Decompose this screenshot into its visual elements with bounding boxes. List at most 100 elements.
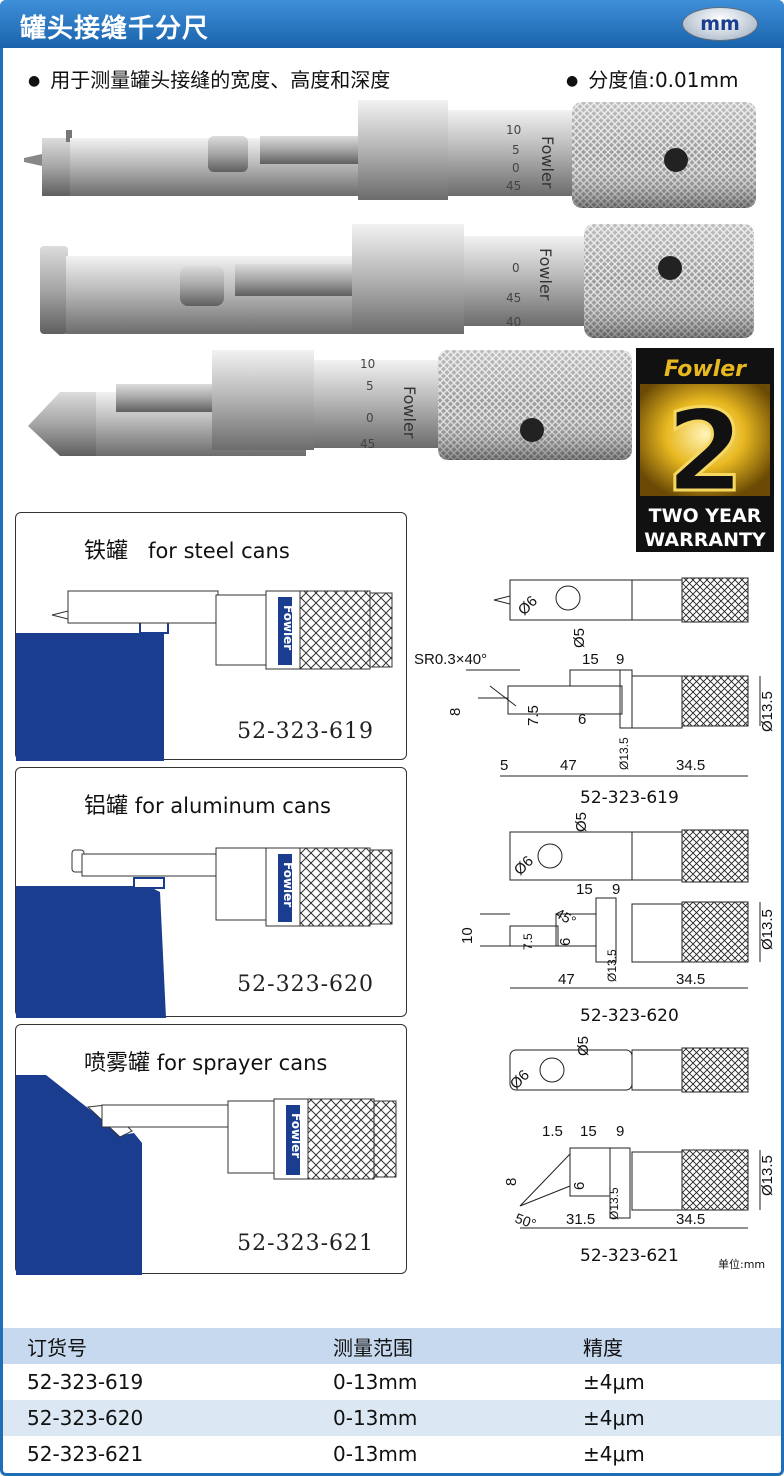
technical-drawings: Ø6 Ø5 SR0.3×40° 15 9 8 7.5 6 Ø13.5 Ø13.5… [414, 577, 776, 1232]
svg-text:Fowler: Fowler [536, 248, 555, 301]
svg-text:40: 40 [506, 315, 521, 329]
spec-table: 订货号 测量范围 精度 52-323-619 0-13mm ±4μm 52-32… [3, 1328, 781, 1472]
cell-order-no: 52-323-621 [27, 1442, 144, 1466]
panel-title-steel: 铁罐 for steel cans [84, 539, 290, 564]
dim-619-135b: Ø13.5 [759, 691, 776, 732]
dim-620-dia5: Ø5 [573, 812, 590, 832]
svg-text:Fowler: Fowler [281, 862, 295, 907]
cell-range: 0-13mm [333, 1406, 418, 1430]
dim-621-8: 8 [503, 1178, 520, 1186]
table-row: 52-323-621 0-13mm ±4μm [3, 1436, 781, 1472]
svg-text:0: 0 [512, 261, 520, 275]
warranty-badge: Fowler 2 TWO YEAR WARRANTY [636, 348, 774, 552]
micrometer-619-photo: 10 5 0 45 Fowler [24, 100, 756, 208]
dim-620-135a: Ø13.5 [605, 949, 619, 982]
dim-619-sr: SR0.3×40° [414, 651, 487, 668]
table-header-row: 订货号 测量范围 精度 [3, 1328, 781, 1364]
page-title: 罐头接缝千分尺 [20, 14, 210, 44]
dim-620-9: 9 [612, 881, 620, 898]
warranty-number: 2 [666, 387, 744, 517]
svg-text:Fowler: Fowler [289, 1113, 303, 1158]
table-row: 52-323-619 0-13mm ±4μm [3, 1364, 781, 1400]
dim-621-345: 34.5 [676, 1211, 705, 1228]
dim-619-345: 34.5 [676, 757, 705, 774]
dim-621-50: 50° [513, 1210, 538, 1232]
warranty-line1: TWO YEAR [649, 505, 762, 527]
dim-620-345: 34.5 [676, 971, 705, 988]
col-range: 测量范围 [333, 1335, 413, 1360]
sprayer-can-illustration: Fowler [16, 1075, 397, 1275]
svg-text:10: 10 [506, 123, 521, 137]
dim-620-sphere: Ø6 [511, 853, 537, 879]
dim-621-315: 31.5 [566, 1211, 595, 1228]
dim-619-47: 47 [560, 757, 577, 774]
aluminum-can-illustration: Fowler [16, 847, 393, 1018]
dim-619-8: 8 [447, 708, 464, 716]
cell-order-no: 52-323-619 [27, 1370, 144, 1394]
steel-can-illustration: Fowler [16, 590, 393, 761]
drawing-code-619: 52-323-619 [580, 788, 679, 808]
svg-text:0: 0 [366, 411, 374, 425]
unit-note: 单位:mm [718, 1258, 766, 1271]
dim-621-9: 9 [616, 1123, 624, 1140]
svg-text:0: 0 [512, 161, 520, 175]
drawing-code-620: 52-323-620 [580, 1006, 679, 1026]
dim-621-15: 15 [580, 1123, 597, 1140]
dim-619-6: 6 [578, 711, 586, 728]
dim-620-135b: Ø13.5 [759, 909, 776, 950]
dim-619-dia5: Ø5 [571, 628, 588, 648]
dim-619-5: 5 [500, 757, 508, 774]
dim-621-135b: Ø13.5 [759, 1155, 776, 1196]
brand-mark: Fowler [538, 136, 557, 189]
dim-620-6: 6 [557, 938, 574, 946]
micrometer-621-photo: 10 5 0 45 Fowler [28, 350, 632, 460]
cell-accuracy: ±4μm [583, 1370, 645, 1394]
dim-621-sphere: Ø6 [507, 1067, 533, 1093]
panel-code-620: 52-323-620 [237, 972, 374, 997]
dim-619-9: 9 [616, 651, 624, 668]
dim-619-sphere: Ø6 [515, 593, 541, 619]
panel-steel-cans: Fowler 铁罐 for steel cans 52-323-619 [15, 512, 407, 761]
dim-621-15a: 1.5 [542, 1123, 563, 1140]
cell-accuracy: ±4μm [583, 1406, 645, 1430]
dim-621-135a: Ø13.5 [607, 1187, 621, 1220]
cell-range: 0-13mm [333, 1442, 418, 1466]
table-row: 52-323-620 0-13mm ±4μm [3, 1400, 781, 1436]
svg-text:Fowler: Fowler [400, 386, 419, 439]
dim-620-15: 15 [576, 881, 593, 898]
dim-620-10: 10 [459, 927, 476, 944]
warranty-brand: Fowler [664, 357, 747, 382]
micrometer-620-photo: 0 45 40 Fowler [40, 224, 754, 338]
svg-text:5: 5 [512, 143, 520, 157]
panel-title-sprayer: 喷雾罐 for sprayer cans [84, 1051, 328, 1076]
unit-badge: mm [682, 7, 758, 41]
feature-measure: 用于测量罐头接缝的宽度、高度和深度 [28, 64, 390, 93]
svg-text:45: 45 [506, 179, 521, 193]
svg-text:5: 5 [366, 379, 374, 393]
panel-code-621: 52-323-621 [237, 1231, 374, 1256]
drawing-code-621: 52-323-621 [580, 1246, 679, 1266]
col-order-no: 订货号 [27, 1335, 87, 1360]
panel-title-aluminum: 铝罐 for aluminum cans [84, 794, 331, 819]
dim-619-15: 15 [582, 651, 599, 668]
dim-621-dia5: Ø5 [575, 1036, 592, 1056]
panel-code-619: 52-323-619 [237, 719, 374, 744]
dim-621-6: 6 [571, 1182, 588, 1190]
panel-aluminum-cans: Fowler 铝罐 for aluminum cans 52-323-620 [15, 767, 407, 1018]
svg-text:45: 45 [360, 437, 375, 451]
cell-accuracy: ±4μm [583, 1442, 645, 1466]
dim-620-75: 7.5 [521, 933, 535, 950]
cell-range: 0-13mm [333, 1370, 418, 1394]
page-header: 罐头接缝千分尺 mm [0, 0, 784, 48]
panel-sprayer-cans: Fowler 喷雾罐 for sprayer cans 52-323-621 [15, 1024, 407, 1275]
svg-text:10: 10 [360, 357, 375, 371]
dim-619-135a: Ø13.5 [617, 737, 631, 770]
col-accuracy: 精度 [583, 1335, 623, 1360]
micrometer-photos: 10 5 0 45 Fowler 0 45 40 Fowler 10 5 0 45 Fowler [24, 100, 756, 460]
cell-order-no: 52-323-620 [27, 1406, 144, 1430]
dim-620-47: 47 [558, 971, 575, 988]
feature-resolution: 分度值:0.01mm [566, 64, 738, 93]
svg-text:45: 45 [506, 291, 521, 305]
dim-619-75: 7.5 [525, 705, 542, 726]
thimble-label: Fowler [281, 605, 295, 650]
